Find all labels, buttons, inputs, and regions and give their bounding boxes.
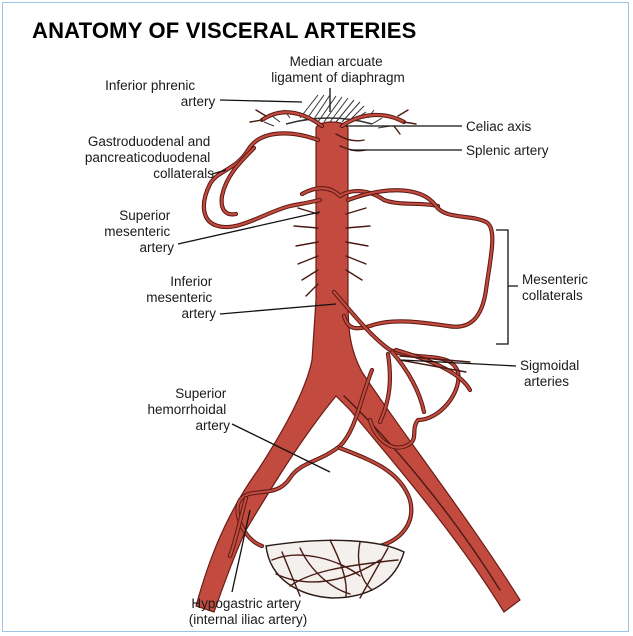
label-celiac-axis: Celiac axis [466,119,532,134]
mesenteric-collateral-loop [344,190,492,328]
label-gastroduodenal: Gastroduodenal and pancreaticoduodenal c… [85,134,214,181]
leader-inferior-phrenic [220,100,302,102]
rectal-plexus [266,540,404,598]
label-median-arcuate: Median arcuate ligament of diaphragm [271,54,405,85]
label-splenic-artery: Splenic artery [466,143,549,158]
label-superior-hemorrhoidal: Superior hemorrhoidal artery [147,386,230,433]
label-hypogastric: Hypogastric artery (internal iliac arter… [189,596,308,627]
gastroduodenal-collaterals [204,133,320,227]
leader-superior-mesenteric [178,212,320,244]
label-sigmoidal-arteries: Sigmoidal arteries [520,358,583,389]
bracket-mesenteric-collaterals [496,230,518,344]
label-inferior-mesenteric: Inferior mesenteric artery [146,274,216,321]
label-mesenteric-collaterals: Mesenteric collaterals [522,272,592,303]
label-inferior-phrenic: Inferior phrenic artery [105,78,215,109]
label-superior-mesenteric: Superior mesenteric artery [104,208,174,255]
